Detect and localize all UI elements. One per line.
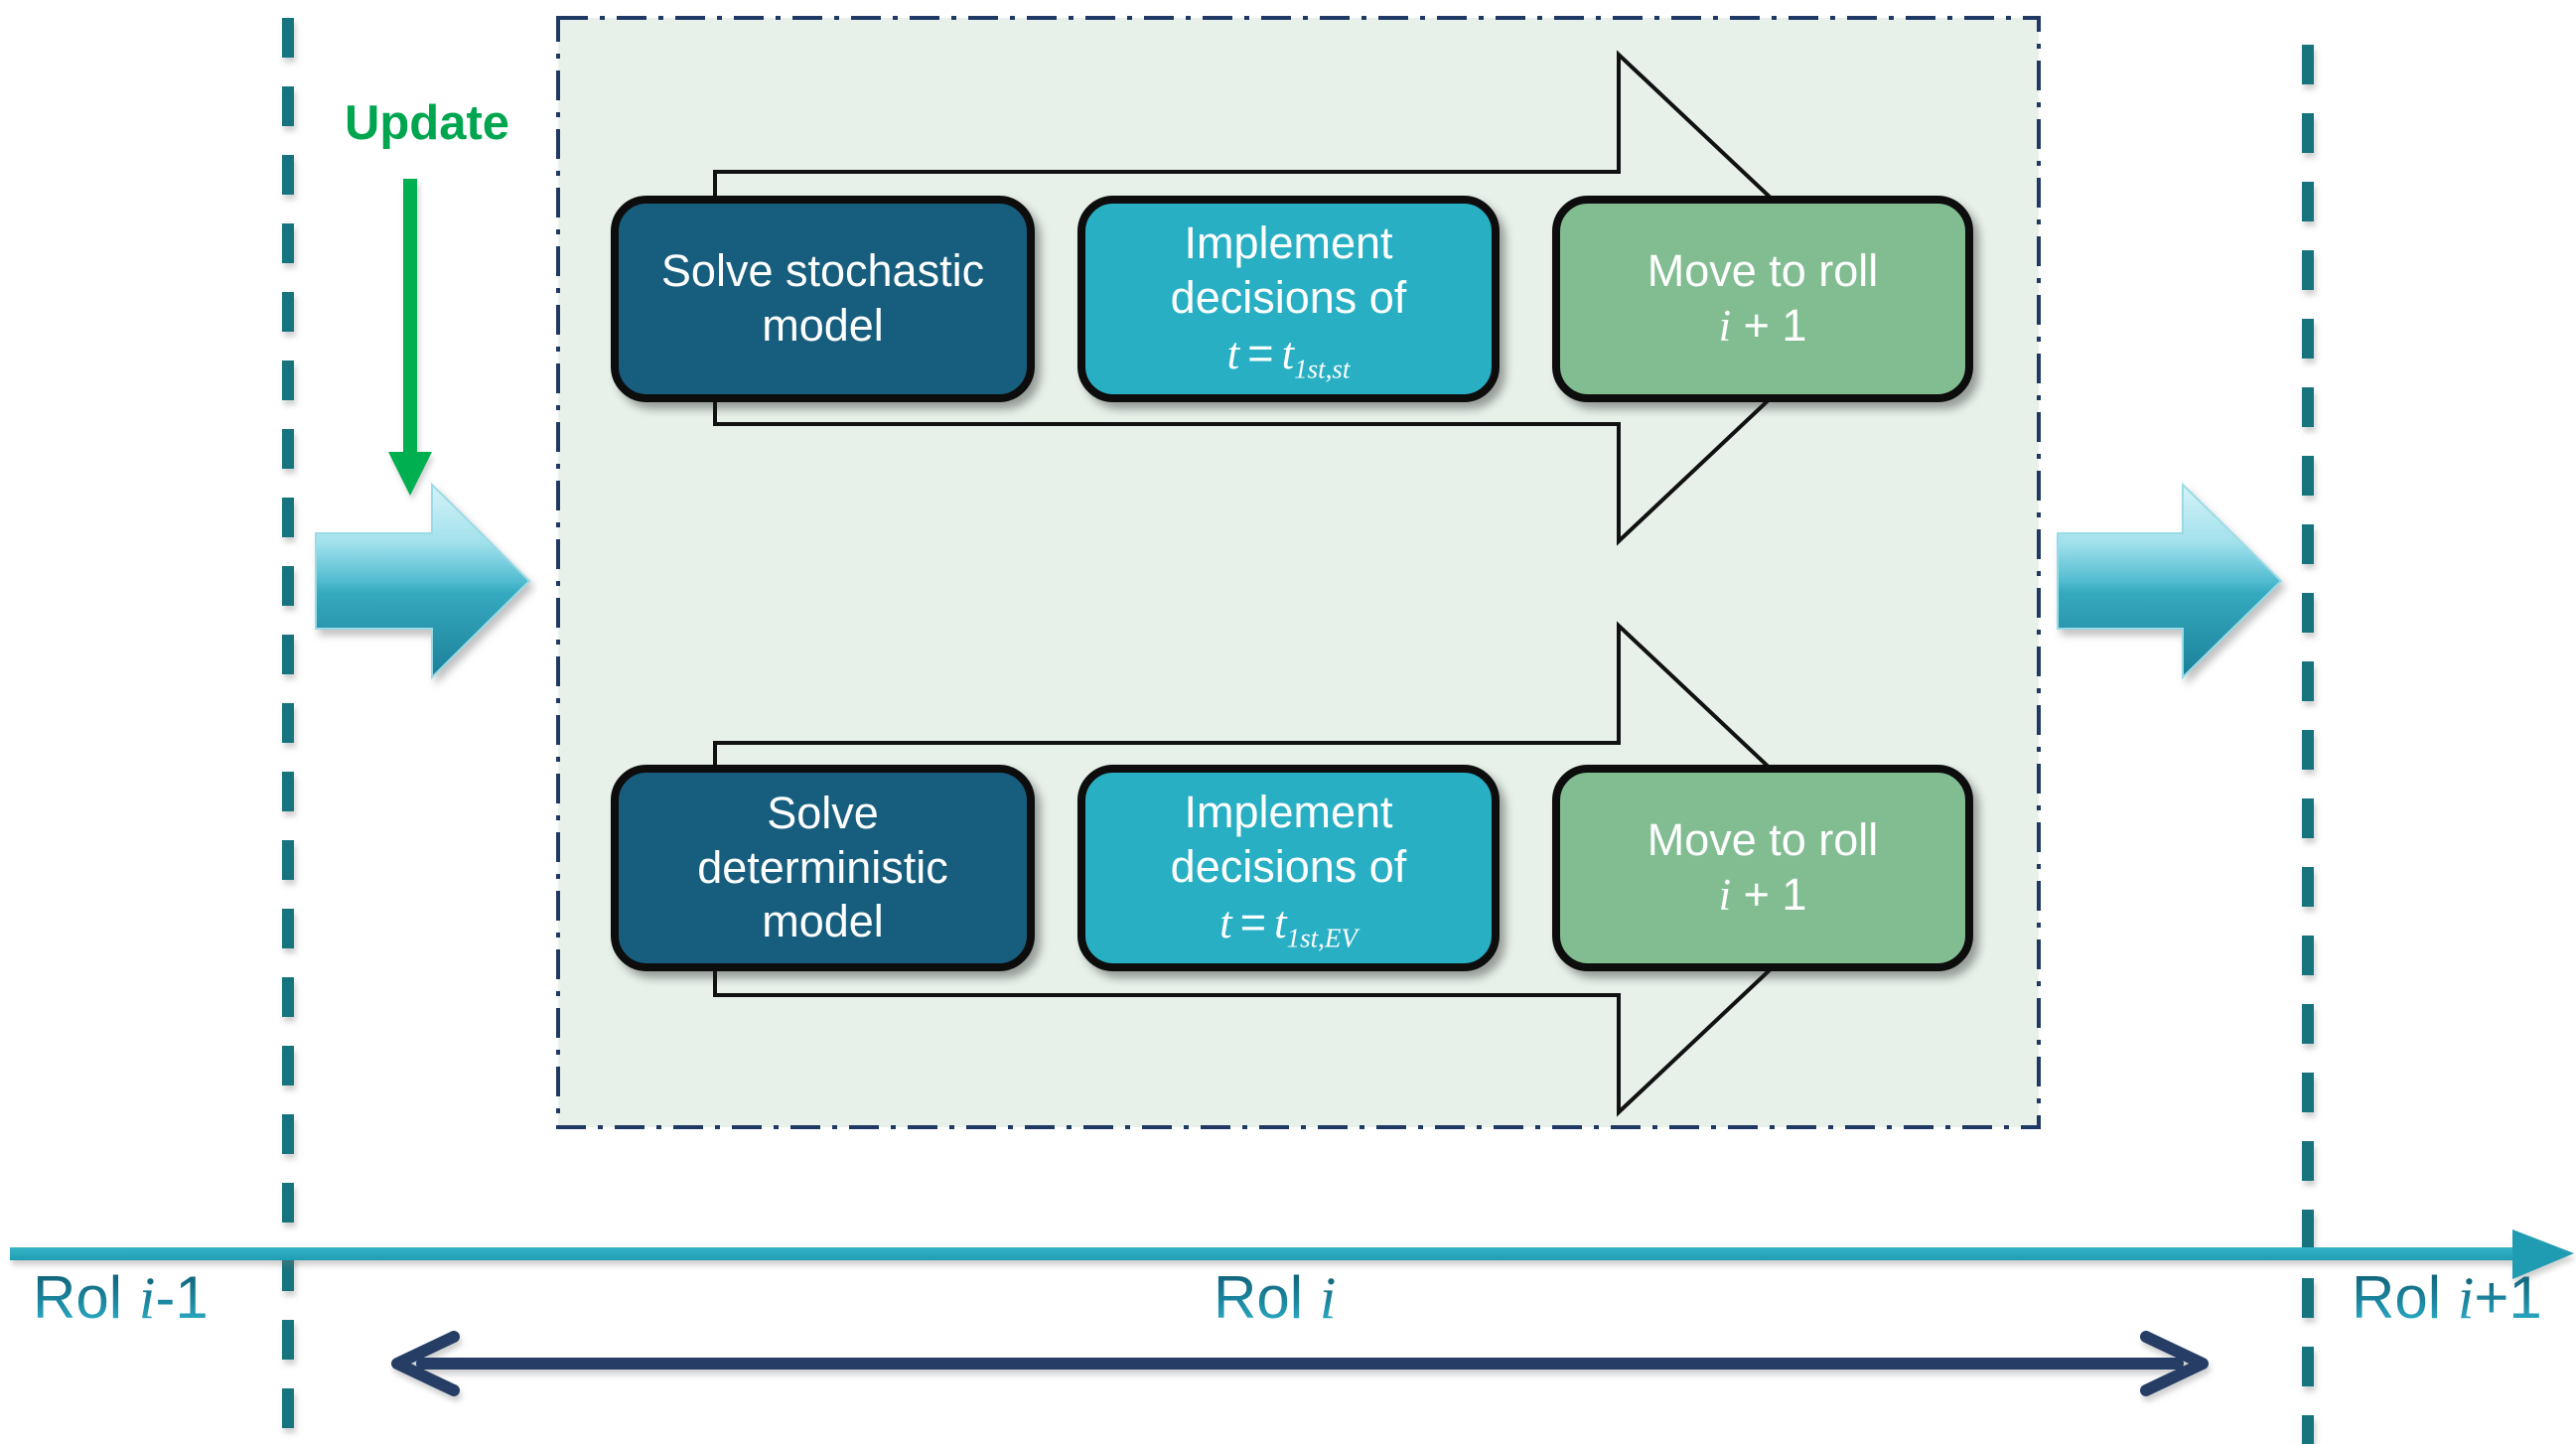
move-formula: i + 1 [1719, 299, 1807, 354]
roll-index-increment: + 1 [1731, 300, 1807, 351]
label-var: i [1319, 1265, 1337, 1331]
move-line: Move to roll [1646, 245, 1879, 297]
roll-i-span-double-arrow [391, 1331, 2209, 1396]
implement-deterministic-formula: t=t1st,EV [1219, 896, 1358, 953]
implement-stochastic-line2: decisions of [1170, 271, 1407, 323]
label-word: Rol [33, 1264, 139, 1331]
solve-deterministic-line3: model [762, 896, 884, 947]
update-label: Update [344, 96, 510, 150]
roll-index-increment: + 1 [1731, 869, 1807, 920]
label-word: Rol [2352, 1264, 2458, 1331]
label-word: Rol [1214, 1264, 1320, 1331]
formula-t-lhs: t [1226, 329, 1240, 379]
implement-deterministic-line1: Implement [1184, 786, 1393, 837]
stochastic-flow-outline-arrow [713, 50, 1880, 546]
roll-index-var: i [1718, 870, 1732, 920]
label-var: i [138, 1265, 156, 1331]
deterministic-flow-outline-arrow [713, 621, 1880, 1117]
formula-subscript: 1st,st [1294, 354, 1351, 384]
exit-roll-block-arrow [2057, 482, 2283, 680]
implement-stochastic-box: Implement decisions of t=t1st,st [1077, 196, 1500, 402]
implement-deterministic-line2: decisions of [1170, 840, 1407, 892]
solve-deterministic-line2: deterministic [697, 841, 948, 893]
solve-stochastic-box: Solve stochastic model [611, 196, 1035, 402]
solve-deterministic-line1: Solve [767, 787, 879, 838]
label-suffix: -1 [155, 1264, 209, 1331]
formula-t-rhs: t [1274, 898, 1287, 948]
roll-index-var: i [1718, 301, 1732, 351]
solve-stochastic-line2: model [762, 300, 884, 351]
implement-stochastic-line1: Implement [1184, 217, 1393, 268]
timeline-label-roll-i-minus-1: Rol i-1 [33, 1263, 209, 1333]
formula-subscript: 1st,EV [1286, 923, 1358, 953]
move-to-roll-box-top: Move to roll i + 1 [1552, 196, 1973, 402]
solve-deterministic-box: Solve deterministic model [611, 765, 1035, 971]
solve-stochastic-line1: Solve stochastic [660, 245, 985, 297]
timeline-label-roll-i: Rol i [1214, 1263, 1336, 1333]
move-to-roll-box-bottom: Move to roll i + 1 [1552, 765, 1973, 971]
formula-t-lhs: t [1219, 898, 1232, 948]
timeline-label-roll-i-plus-1: Rol i+1 [2352, 1263, 2542, 1333]
label-var: i [2457, 1265, 2475, 1331]
enter-roll-block-arrow [315, 482, 531, 680]
label-suffix: +1 [2474, 1264, 2542, 1331]
move-formula: i + 1 [1719, 868, 1807, 923]
implement-deterministic-box: Implement decisions of t=t1st,EV [1077, 765, 1500, 971]
formula-equals: = [1247, 328, 1274, 379]
move-line: Move to roll [1646, 814, 1879, 866]
formula-equals: = [1239, 897, 1267, 948]
implement-stochastic-formula: t=t1st,st [1226, 327, 1351, 384]
update-down-arrow [388, 179, 432, 496]
timeline-axis-arrow [10, 1229, 2574, 1279]
formula-t-rhs: t [1281, 329, 1295, 379]
